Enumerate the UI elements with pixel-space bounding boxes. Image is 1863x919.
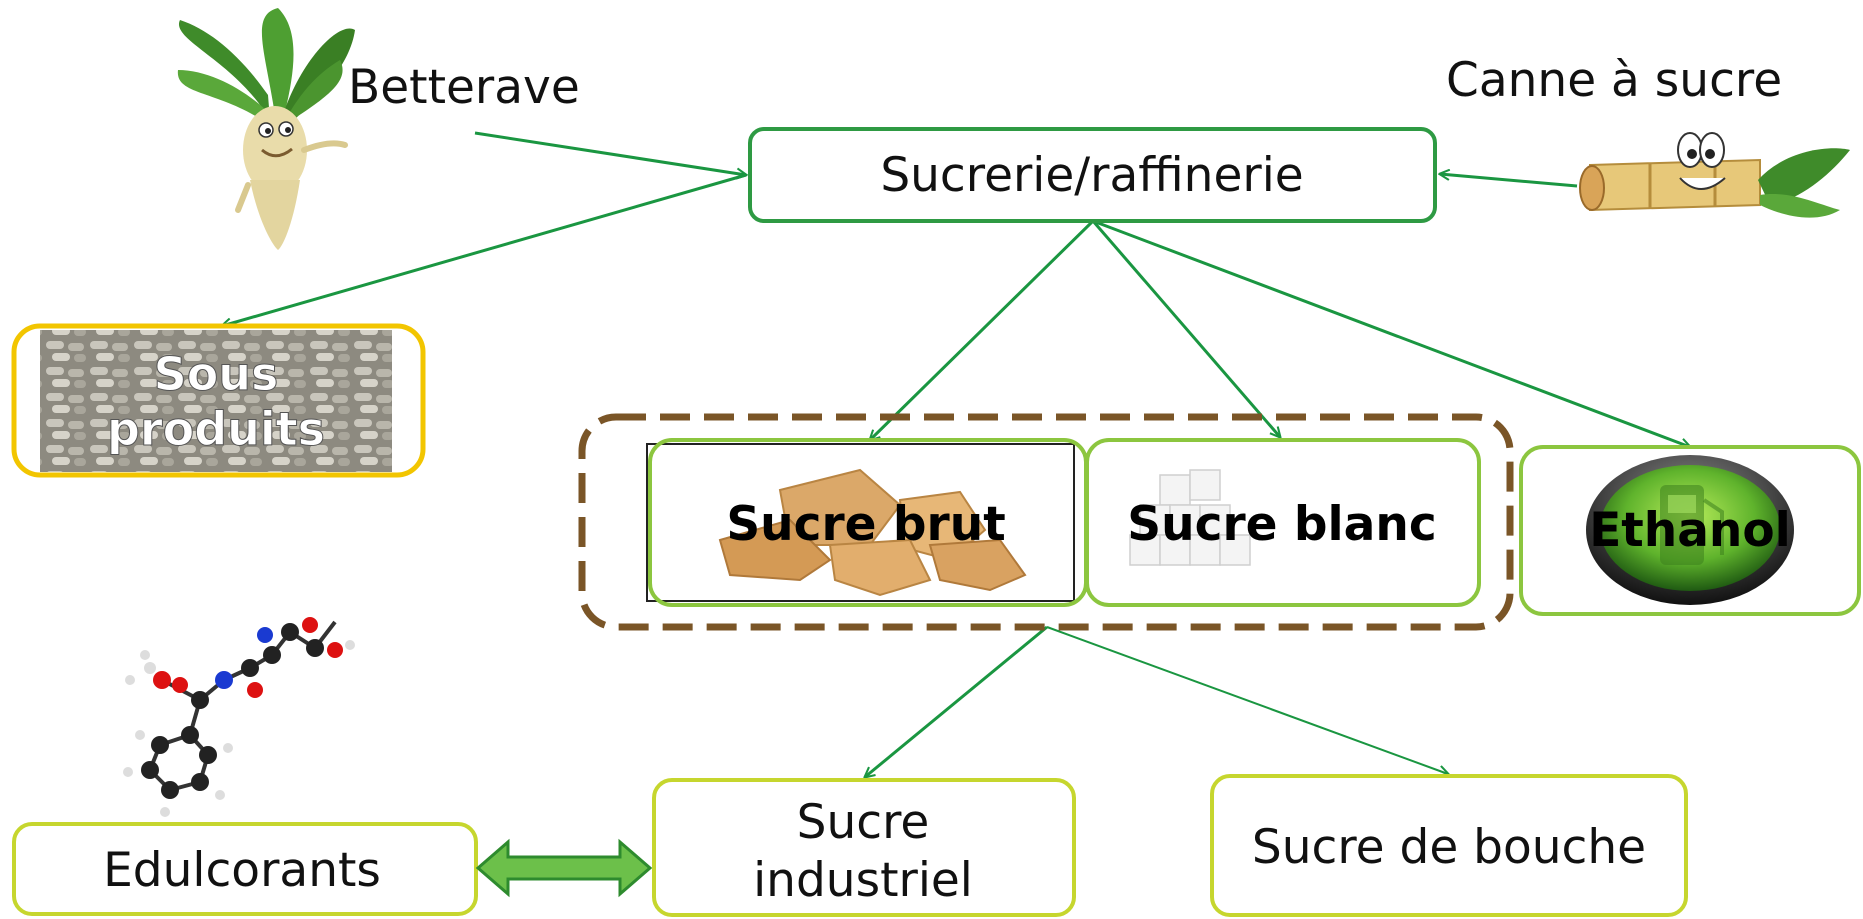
beet-character-icon [177, 8, 355, 250]
node-ethanol: Ethanol [1519, 445, 1861, 616]
node-sucre-blanc: Sucre blanc [1085, 438, 1481, 607]
sucre-industriel-label-line2: industriel [753, 853, 973, 908]
arrow-sucrerie-to-ethanol [1092, 219, 1690, 447]
sucre-blanc-label: Sucre blanc [1127, 497, 1436, 552]
arrow-sucrerie-to-sucre-brut [870, 219, 1095, 440]
node-edulcorants: Edulcorants [12, 822, 478, 916]
raw-sugar-lumps [718, 468, 1027, 597]
node-sucre-industriel: Sucre industriel [652, 778, 1076, 917]
arrow-sucrerie-to-sous-produits [222, 173, 747, 326]
sucre-brut-label: Sucre brut [726, 497, 1005, 552]
pellets-texture [40, 330, 392, 472]
ethanol-label: Ethanol [1589, 503, 1791, 558]
node-sucrerie: Sucrerie/raffinerie [748, 127, 1437, 223]
connectors [222, 131, 1690, 777]
arrow-canne-to-sucrerie [1440, 174, 1578, 188]
sous-produits-label-line2: produits [107, 402, 325, 456]
sugar-cane-character-icon [1579, 132, 1850, 218]
molecule-icon [123, 617, 355, 817]
sous-produits-label-line1: Sous [154, 347, 279, 401]
sucre-bouche-label: Sucre de bouche [1252, 820, 1646, 875]
double-arrow-edulcorants-industriel [475, 838, 653, 898]
fuel-pump-icon [1586, 455, 1794, 605]
arrow-betterave-to-sucrerie [474, 131, 746, 175]
node-sous-produits: Sous produits [11, 323, 426, 478]
node-sucre-bouche: Sucre de bouche [1210, 774, 1688, 917]
canne-label: Canne à sucre [1446, 53, 1782, 108]
betterave-label: Betterave [348, 60, 580, 115]
arrow-sucres-to-sucre-bouche [1046, 626, 1448, 774]
white-sugar-cubes [1129, 469, 1251, 566]
sugars-group-dashed-frame [578, 413, 1514, 631]
arrow-sucres-to-sucre-industriel [865, 625, 1048, 777]
sucre-industriel-label-line1: Sucre [797, 795, 930, 850]
sucrerie-label: Sucrerie/raffinerie [880, 148, 1303, 203]
arrow-sucrerie-to-sucre-blanc [1091, 220, 1280, 437]
edulcorants-label: Edulcorants [103, 843, 381, 898]
node-sucre-brut: Sucre brut [646, 438, 1088, 607]
